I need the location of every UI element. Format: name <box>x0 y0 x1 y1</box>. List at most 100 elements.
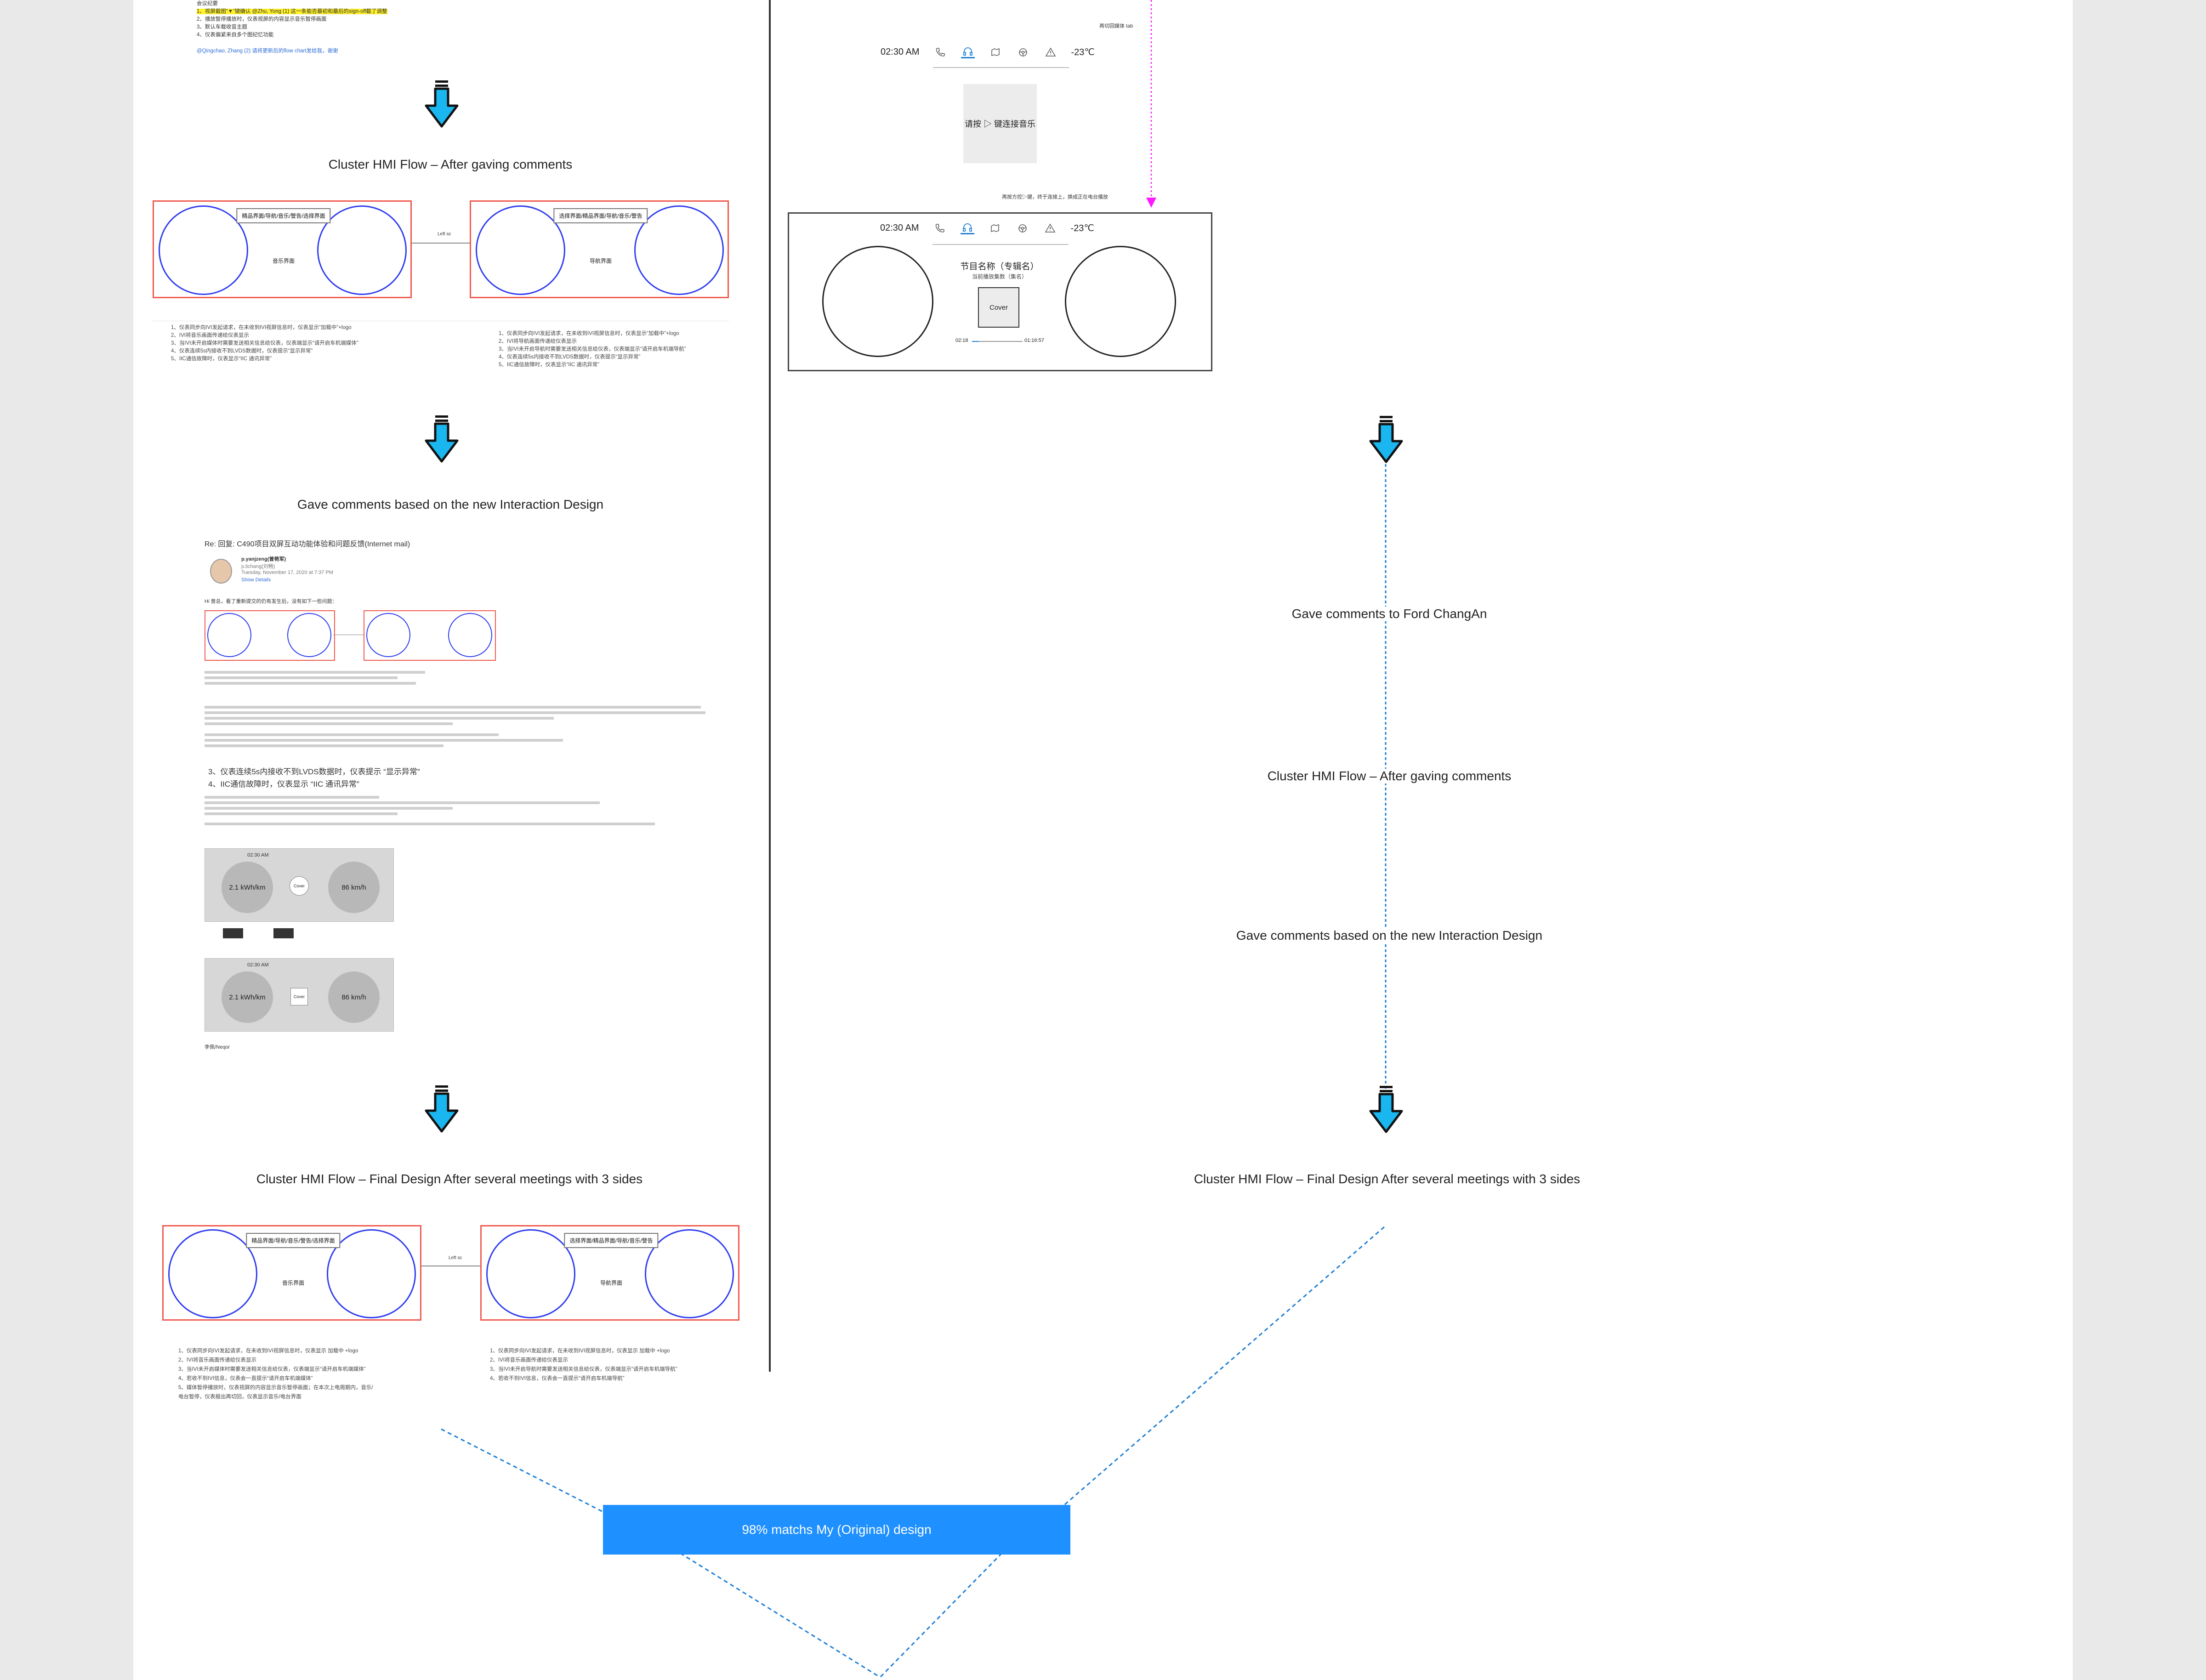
email-sender: p.yanjzeng(曾艳军) <box>241 556 286 562</box>
card-time: 02:30 AM <box>247 962 269 968</box>
card-gauge-right: 86 km/h <box>328 971 380 1023</box>
note-line: 3、当IVI未开启导航时需要发送相关信息给仪表，仪表端显示“请开启车机端导航” <box>499 346 686 352</box>
gauge-circle-right <box>317 205 407 295</box>
status-underline <box>933 67 1069 68</box>
meeting-notes-item: 2、播放暂停播放时，仪表视屏的内容显示音乐暂停画面 <box>197 17 327 22</box>
navigation-icon <box>989 47 1002 58</box>
email-screenshot: Re: 回复: C490项目双屏互动功能体验和问题反馈(Internet mai… <box>205 538 715 1057</box>
converging-lines <box>441 1226 1385 1678</box>
note-line: 5、IIC通信故障时，仪表显示“IIC 通讯异常” <box>499 362 600 368</box>
note-line: 3、当IVI未开启媒体时需要发送相关信息给仪表，仪表端显示“请开启车机端媒体” <box>178 1367 366 1372</box>
note-line: 5、媒体暂停播放时，仪表视屏的内容显示音乐暂停画面；在本次上电周期内，音乐/ <box>178 1385 373 1391</box>
program-subtitle: 当前播放集数（集名） <box>972 273 1028 280</box>
final-notes-nav: 1、仪表同步向IVI发起请求，在未收到IVI视屏信息时，仪表显示 加载中 +lo… <box>490 1346 677 1383</box>
down-arrow-icon <box>425 415 459 463</box>
progress-track <box>972 341 1023 342</box>
note-line: 1、仪表同步向IVI发起请求，在未收到IVI视屏信息时，仪表显示“加载中”+lo… <box>499 331 679 336</box>
status-bar: 02:30 AM -23℃ <box>881 46 1095 58</box>
column-divider <box>769 0 771 1372</box>
flow-frame-music: 精品界面/导航/音乐/警告/选择界面 音乐界面 <box>162 1225 421 1321</box>
headphones-icon <box>960 222 974 234</box>
show-details-link[interactable]: Show Details <box>241 577 271 583</box>
heading-final-design-right: Cluster HMI Flow – Final Design After se… <box>1191 1172 1583 1186</box>
cluster-player-panel: 02:30 AM -23℃ 节目名称（专辑名） 当前播放集数（集名） Cover… <box>788 212 1212 371</box>
frame-center-label: 导航界面 <box>600 1280 623 1286</box>
gauge-circle-left <box>366 613 410 657</box>
gauge-circle-right <box>287 613 331 657</box>
email-quote-2: 4、IIC通信故障时，仪表显示 “IIC 通讯异常” <box>208 780 359 789</box>
down-arrow-icon <box>425 1085 459 1133</box>
email-quote-1: 3、仪表连续5s内接收不到LVDS数据时，仪表提示 “显示异常” <box>208 767 420 776</box>
elapsed-time: 02:18 <box>955 338 968 343</box>
email-paragraphs <box>205 793 710 828</box>
meeting-notes-item: 1、视屏截图“▼”键确认 @Zhu, Yong (1) 这一条能否最初和最后的s… <box>197 9 387 14</box>
heading-after-comments: Cluster HMI Flow – After gaving comments <box>325 157 575 172</box>
frame-tab-list: 选择界面/精品界面/导航/音乐/警告 <box>553 208 648 223</box>
frame-tab-list: 选择界面/精品界面/导航/音乐/警告 <box>564 1233 659 1248</box>
flow-frame-nav: 选择界面/精品界面/导航/音乐/警告 导航界面 <box>480 1225 739 1321</box>
heading-comments-new-design: Gave comments based on the new Interacti… <box>294 497 607 512</box>
email-to: p.lichang(刘畅) <box>241 564 275 569</box>
steering-wheel-icon <box>1016 223 1029 234</box>
note-line: 5、IIC通信故障时，仪表显示“IIC 通讯异常” <box>171 356 272 362</box>
avatar <box>210 559 232 584</box>
flow-connector <box>412 243 470 244</box>
gauge-circle-right <box>645 1229 734 1318</box>
meeting-notes-mention: @Qingchao, Zhang (2) 请将更新后的flow chart发给我… <box>197 48 338 54</box>
warning-icon <box>1044 47 1058 58</box>
album-cover: Cover <box>978 287 1019 328</box>
note-line: 4、仪表连续5s内接收不到LVDS数据时，仪表提示“显示异常” <box>499 354 641 360</box>
gauge-circle-right <box>1065 246 1176 357</box>
email-greeting: Hi 曾总，看了重新提交的仍有发生后，没有如下一些问题： <box>205 599 337 604</box>
frame-center-label: 音乐界面 <box>282 1280 305 1286</box>
email-body-lines <box>205 668 462 687</box>
flow-line-magenta <box>1146 0 1156 208</box>
gauge-circle-left <box>822 246 933 357</box>
note-line: 电台暂停，仪表报出再切回，仪表显示音乐/电台界面 <box>178 1394 301 1400</box>
flow-notes-nav: 1、仪表同步向IVI发起请求，在未收到IVI视屏信息时，仪表显示“加载中”+lo… <box>499 330 686 369</box>
frame-center-label: 导航界面 <box>589 258 612 264</box>
gauge-circle-right <box>448 613 492 657</box>
status-bar: 02:30 AM -23℃ <box>880 222 1094 234</box>
gauge-circle-left <box>207 613 251 657</box>
gauge-circle-left <box>476 205 565 295</box>
meeting-notes: 会议纪要 1、视屏截图“▼”键确认 @Zhu, Yong (1) 这一条能否最初… <box>197 0 387 55</box>
card-gauge-right: 86 km/h <box>328 862 380 913</box>
note-line: 2、IVI将音乐画面传递给仪表显示 <box>178 1357 256 1363</box>
frame-tab-list: 精品界面/导航/音乐/警告/选择界面 <box>236 208 331 223</box>
email-date: Tuesday, November 17, 2020 at 7:37 PM <box>241 570 333 575</box>
frame-center-label: 音乐界面 <box>272 258 295 264</box>
gauge-circle-left <box>159 205 248 295</box>
note-line: 4、若收不到IVI信息，仪表会一直提示“请开启车机端媒体” <box>178 1376 313 1381</box>
cluster-mockup-card: 02:30 AM 2.1 kWh/km Cover 86 km/h <box>205 848 394 922</box>
note-line: 1、仪表同步向IVI发起请求，在未收到IVI视屏信息时，仪表显示“加载中”+lo… <box>171 325 352 330</box>
status-temperature: -23℃ <box>1070 223 1094 233</box>
navigation-icon <box>988 223 1002 234</box>
connector-label: Left sc <box>449 1255 462 1260</box>
frame-tab-list: 精品界面/导航/音乐/警告/选择界面 <box>246 1233 341 1248</box>
status-underline <box>932 244 1069 245</box>
heading-final-design: Cluster HMI Flow – Final Design After se… <box>253 1172 646 1186</box>
top-step-label: 再切回媒体 tab <box>1099 23 1133 29</box>
gauge-circle-left <box>168 1229 257 1318</box>
total-time: 01:16:57 <box>1024 338 1044 343</box>
card-button <box>223 928 243 938</box>
result-label: 98% matchs My (Original) design <box>742 1522 932 1537</box>
warning-icon <box>1043 223 1057 234</box>
card-cover: Cover <box>290 876 309 896</box>
note-line: 4、若收不到IVI信息，仪表会一直提示“请开启车机端导航” <box>490 1376 625 1381</box>
email-flow-frame <box>364 610 496 661</box>
card-time: 02:30 AM <box>247 852 269 858</box>
gauge-circle-left <box>486 1229 575 1318</box>
note-line: 1、仪表同步向IVI发起请求，在未收到IVI视屏信息时，仪表显示 加载中 +lo… <box>490 1348 670 1354</box>
connector-label: Left sc <box>438 232 451 237</box>
program-name: 节目名称（专辑名） <box>960 262 1039 272</box>
flow-line-blue <box>1385 464 1387 1089</box>
result-banner: 98% matchs My (Original) design <box>603 1505 1070 1555</box>
gauge-circle-right <box>634 205 724 295</box>
label-after-comments: Cluster HMI Flow – After gaving comments <box>1264 769 1514 783</box>
label-new-design: Gave comments based on the new Interacti… <box>1233 928 1546 943</box>
down-arrow-icon <box>1369 416 1403 463</box>
status-temperature: -23℃ <box>1071 47 1095 57</box>
label-comments-ford: Gave comments to Ford ChangAn <box>1289 607 1490 621</box>
